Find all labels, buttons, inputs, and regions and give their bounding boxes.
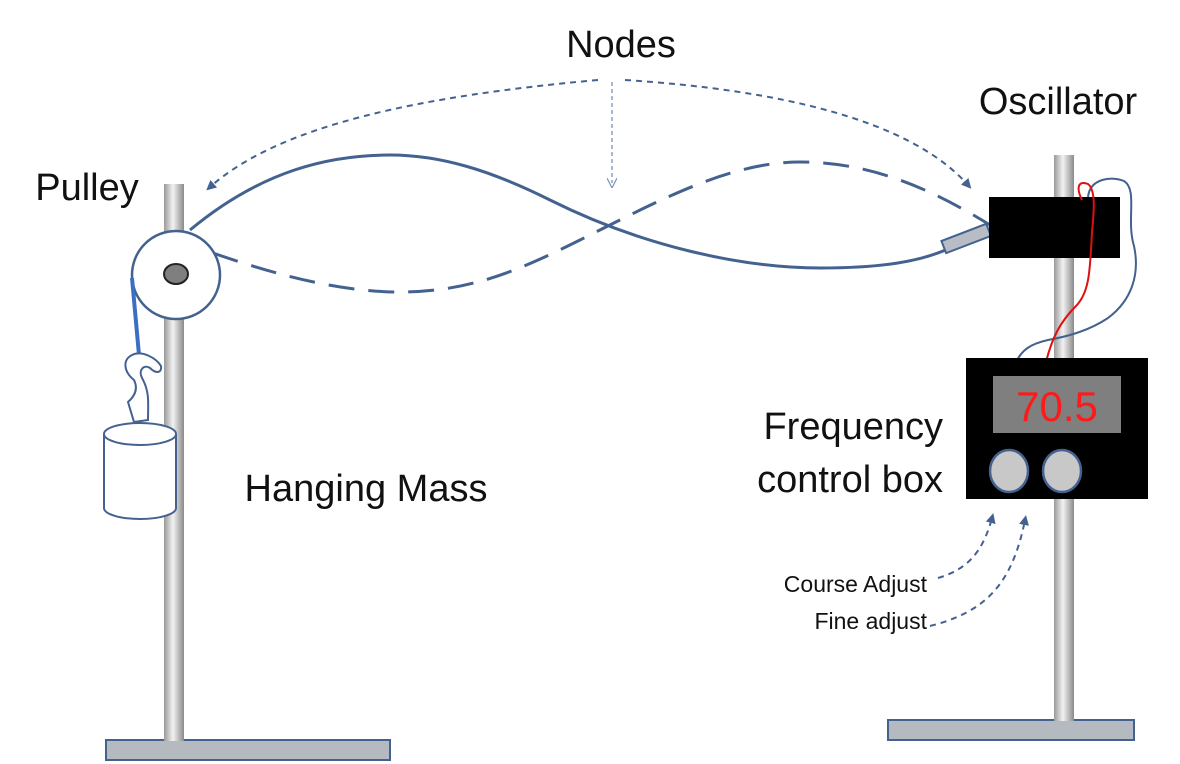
hanging-mass-top [103, 422, 177, 446]
oscillator-box [989, 197, 1120, 258]
frequency-control-label-line2: control box [757, 459, 943, 501]
wire-blue [1015, 177, 1137, 363]
hanging-mass-cylinder [103, 434, 177, 520]
nodes-label: Nodes [566, 24, 676, 66]
fine-adjust-label: Fine adjust [814, 608, 927, 634]
right-stand-base [887, 719, 1135, 741]
fine-adjust-knob[interactable] [1041, 448, 1083, 494]
frequency-readout: 70.5 [1016, 383, 1098, 430]
string-wave-dashed [212, 160, 991, 294]
mass-hook [124, 352, 163, 424]
wire-red [1045, 182, 1095, 363]
hanging-string [130, 277, 141, 356]
fine-adjust-arrow [929, 515, 1029, 627]
frequency-control-label-line1: Frequency [763, 406, 943, 448]
course-adjust-label: Course Adjust [784, 571, 928, 597]
oscillator-label: Oscillator [979, 81, 1138, 123]
nodes-arrow-left [206, 79, 599, 191]
pulley-axle [163, 263, 189, 285]
left-stand-base [105, 739, 391, 761]
oscillator-driver-rod [940, 222, 993, 255]
frequency-display [993, 376, 1121, 433]
string-wave-solid [189, 153, 991, 270]
course-adjust-knob[interactable] [988, 448, 1030, 494]
nodes-arrow-right [624, 79, 972, 189]
pulley-label: Pulley [35, 167, 139, 209]
course-adjust-arrow [937, 513, 996, 579]
hanging-mass-label: Hanging Mass [245, 468, 488, 510]
